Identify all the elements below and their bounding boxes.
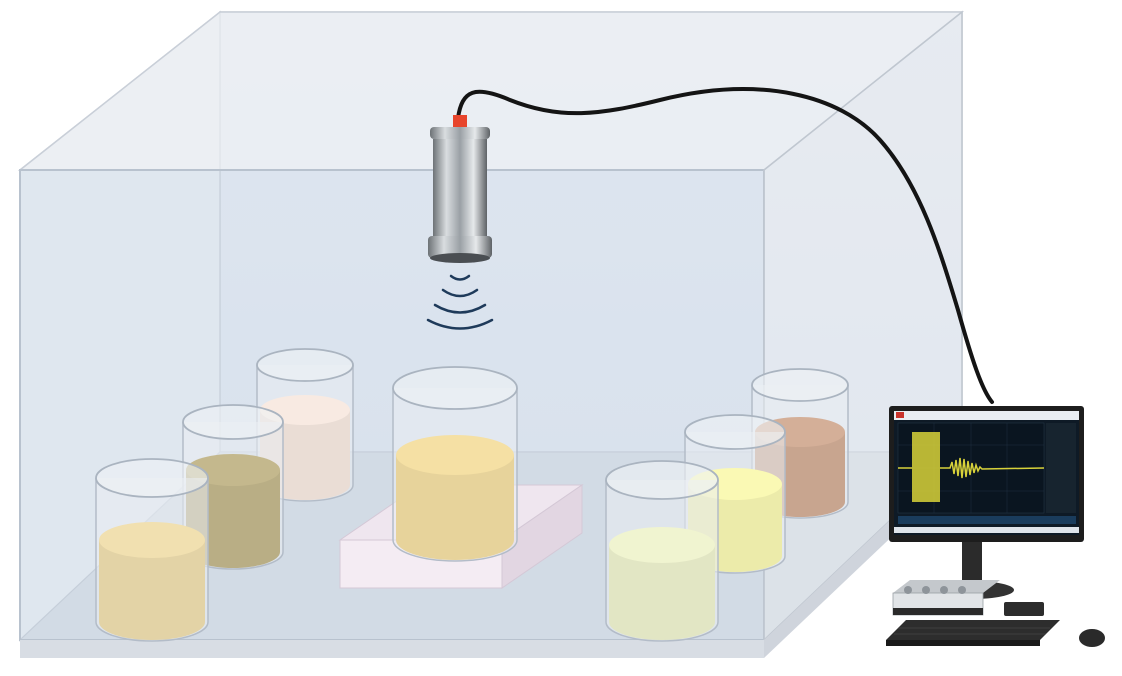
waveform-echo — [898, 457, 1045, 479]
beaker-rim — [605, 460, 719, 500]
screen-logo — [896, 412, 904, 418]
beaker-front-left — [95, 458, 209, 642]
beaker-sample-surface — [260, 395, 350, 425]
beaker-sample-surface — [396, 435, 514, 475]
ultrasonic-transducer — [428, 115, 492, 263]
beaker-sample — [396, 455, 514, 560]
computer-station — [886, 406, 1105, 647]
screen-titlebar — [894, 411, 1079, 420]
beaker-rim — [95, 458, 209, 498]
tank-base — [20, 640, 764, 658]
ultrasound-waves-icon — [426, 274, 494, 330]
mouse — [1079, 629, 1105, 647]
beaker-sample-surface — [609, 527, 715, 563]
beaker-center — [392, 366, 518, 562]
beaker-rim — [751, 368, 849, 402]
beakers — [95, 348, 849, 642]
data-acquisition-unit — [1004, 602, 1044, 616]
beaker-sample — [186, 470, 280, 568]
keyboard — [886, 620, 1060, 646]
pulser-receiver-box — [892, 580, 1000, 616]
beaker-sample — [99, 540, 205, 640]
beaker-sample-surface — [99, 522, 205, 558]
screen-bottom-bar — [894, 527, 1079, 533]
signal-cable — [456, 87, 994, 404]
transducer-top-cap — [430, 127, 490, 139]
screen-side-panel — [1046, 423, 1076, 513]
beaker-rim — [182, 404, 284, 440]
beaker-rim — [392, 366, 518, 410]
transducer-face — [430, 253, 490, 263]
monitor-stand-neck — [962, 540, 982, 590]
waveform-main-pulse — [912, 432, 940, 502]
transducer-connector — [453, 115, 467, 129]
screen-status-bar — [898, 516, 1076, 524]
beaker-rim — [256, 348, 354, 382]
transducer-bottom-cap — [428, 236, 492, 258]
beaker-sample — [609, 545, 715, 640]
beaker-rim — [684, 414, 786, 450]
beaker-sample-surface — [186, 454, 280, 486]
beaker-front-right — [605, 460, 719, 642]
transducer-body — [433, 139, 487, 239]
